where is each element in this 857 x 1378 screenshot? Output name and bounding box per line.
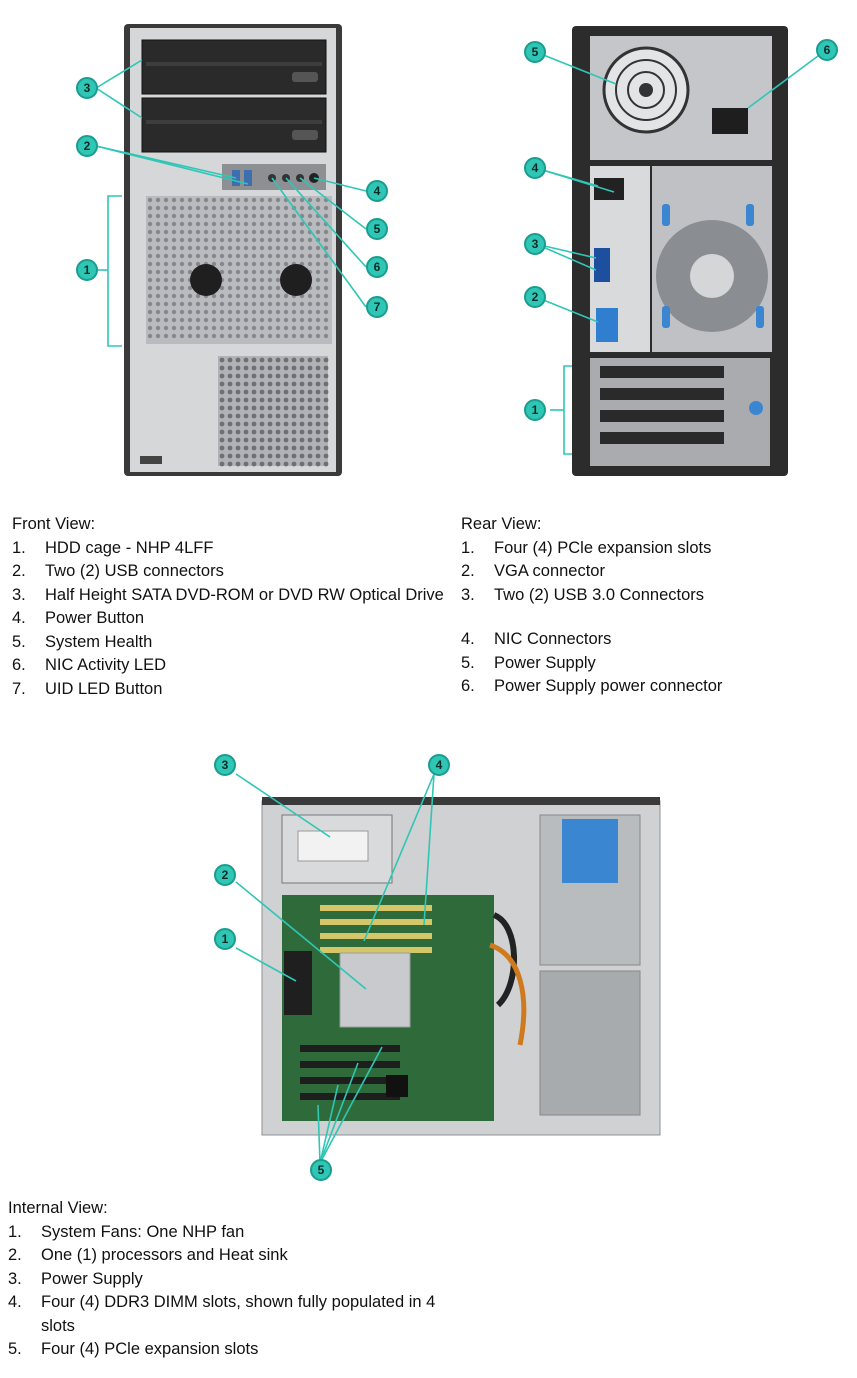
front-leaders — [95, 59, 367, 347]
list-item: 4.NIC Connectors — [461, 630, 612, 648]
internal-callout-4: 4 — [428, 754, 450, 776]
list-item: 1.Four (4) PCle expansion slots — [461, 538, 712, 557]
internal-view-illustration — [261, 797, 661, 1136]
front-view-figure: 3 2 1 4 5 6 7 — [0, 0, 430, 500]
list-item: 4.Power Button — [12, 609, 145, 627]
internal-callout-1: 1 — [214, 928, 236, 950]
list-item: 2.VGA connector — [461, 562, 605, 580]
rear-callout-3: 3 — [524, 233, 546, 255]
optical-drive-1 — [141, 39, 327, 95]
dimm-slot — [320, 933, 432, 939]
list-item: 4.Four (4) DDR3 DIMM slots, shown fully … — [8, 1293, 436, 1335]
internal-leaders — [235, 773, 435, 1164]
rear-callout-2: 2 — [524, 286, 546, 308]
list-item: 6.Power Supply power connector — [461, 677, 723, 695]
pcie-slot — [300, 1061, 400, 1068]
list-item: 7.UID LED Button — [12, 679, 163, 698]
dimm-slot — [320, 919, 432, 925]
rear-view-illustration — [572, 26, 788, 476]
list-item: 3.Two (2) USB 3.0 Connectors — [461, 585, 705, 604]
list-item: 1.HDD cage - NHP 4LFF — [12, 538, 214, 557]
system-fan — [284, 951, 312, 1015]
internal-view-figure: 3 4 2 1 5 — [190, 745, 680, 1195]
list-item: 1.System Fans: One NHP fan — [8, 1222, 245, 1241]
internal-view-heading: Internal View: — [8, 1199, 108, 1217]
pcie-slot — [300, 1077, 400, 1084]
internal-view-list: Internal View: 1.System Fans: One NHP fa… — [8, 1197, 458, 1362]
internal-callout-3: 3 — [214, 754, 236, 776]
rear-view-list: Rear View: 1.Four (4) PCle expansion slo… — [461, 513, 851, 699]
front-callout-6: 6 — [366, 256, 388, 278]
rear-callout-6: 6 — [816, 39, 838, 61]
internal-callout-2: 2 — [214, 864, 236, 886]
rear-view-figure: 5 6 4 3 2 1 — [430, 0, 857, 500]
pcie-slot — [300, 1093, 400, 1100]
list-item: 2.Two (2) USB connectors — [12, 562, 224, 580]
rear-view-heading: Rear View: — [461, 515, 542, 533]
list-item: 3.Power Supply — [8, 1269, 143, 1288]
psu-power-connector — [712, 108, 748, 134]
list-item: 5.Four (4) PCle expansion slots — [8, 1340, 259, 1358]
front-callout-5: 5 — [366, 218, 388, 240]
list-item: 5.System Health — [12, 632, 153, 651]
front-callout-1: 1 — [76, 259, 98, 281]
front-callout-3: 3 — [76, 77, 98, 99]
front-view-illustration — [124, 24, 342, 476]
rear-callout-1: 1 — [524, 399, 546, 421]
internal-callout-5: 5 — [310, 1159, 332, 1181]
optical-drive-2 — [141, 97, 327, 153]
list-item: 5.Power Supply — [461, 653, 596, 672]
list-item: 2.One (1) processors and Heat sink — [8, 1246, 288, 1264]
front-callout-7: 7 — [366, 296, 388, 318]
list-item: 6.NIC Activity LED — [12, 656, 167, 674]
rear-callout-4: 4 — [524, 157, 546, 179]
nic-ports — [594, 178, 624, 200]
front-view-heading: Front View: — [12, 515, 96, 533]
dimm-slot — [320, 905, 432, 911]
front-view-list: Front View: 1.HDD cage - NHP 4LFF 2.Two … — [12, 513, 452, 701]
rear-callout-5: 5 — [524, 41, 546, 63]
heat-sink — [339, 952, 411, 1028]
list-item: 3.Half Height SATA DVD-ROM or DVD RW Opt… — [12, 585, 444, 604]
vga-port — [596, 308, 618, 342]
dimm-slot — [320, 947, 432, 953]
rear-leaders — [535, 49, 827, 455]
pcie-slot — [300, 1045, 400, 1052]
usb3-ports — [594, 248, 610, 282]
front-callout-4: 4 — [366, 180, 388, 202]
front-callout-2: 2 — [76, 135, 98, 157]
